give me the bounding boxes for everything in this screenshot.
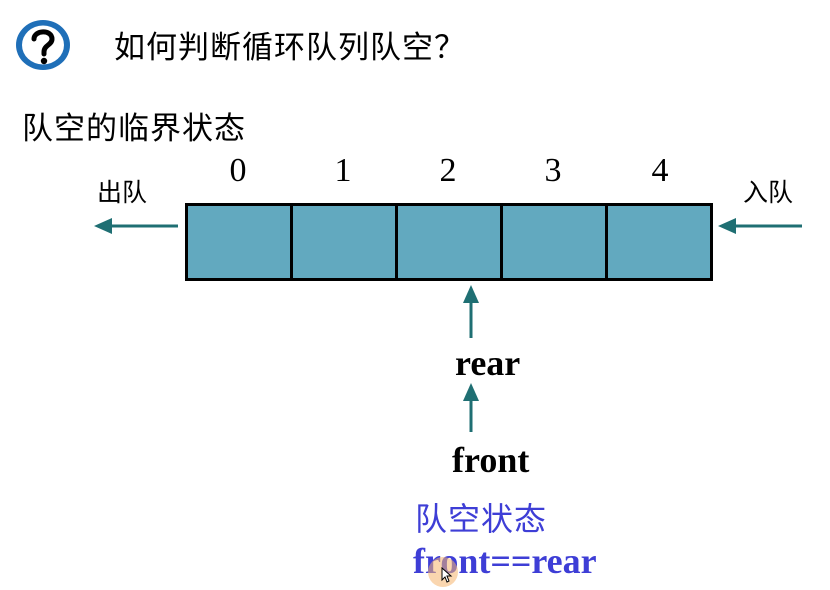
question-circle-icon (13, 17, 73, 73)
index-label-1: 1 (334, 152, 352, 189)
queue-cell-3 (503, 206, 608, 278)
front-label: front (452, 440, 530, 480)
index-label-0: 0 (229, 152, 247, 189)
rear-label: rear (455, 343, 521, 383)
section-heading: 队空的临界状态 (22, 111, 246, 147)
page-title: 如何判断循环队列队空？ (114, 30, 466, 66)
mouse-pointer-icon (441, 566, 453, 583)
enqueue-label: 入队 (743, 178, 794, 207)
index-label-2: 2 (439, 152, 457, 189)
front-arrowhead (463, 383, 479, 401)
queue-cell-1 (293, 206, 398, 278)
rear-arrowhead (463, 285, 479, 303)
queue-cell-2 (398, 206, 503, 278)
queue-array (185, 203, 713, 281)
dequeue-arrowhead (94, 218, 112, 234)
queue-cell-4 (608, 206, 710, 278)
index-label-4: 4 (651, 152, 669, 189)
dequeue-label: 出队 (97, 178, 148, 207)
empty-state-caption: 队空状态 (415, 500, 548, 538)
index-label-3: 3 (544, 152, 562, 189)
queue-cell-0 (188, 206, 293, 278)
enqueue-arrowhead (718, 218, 736, 234)
